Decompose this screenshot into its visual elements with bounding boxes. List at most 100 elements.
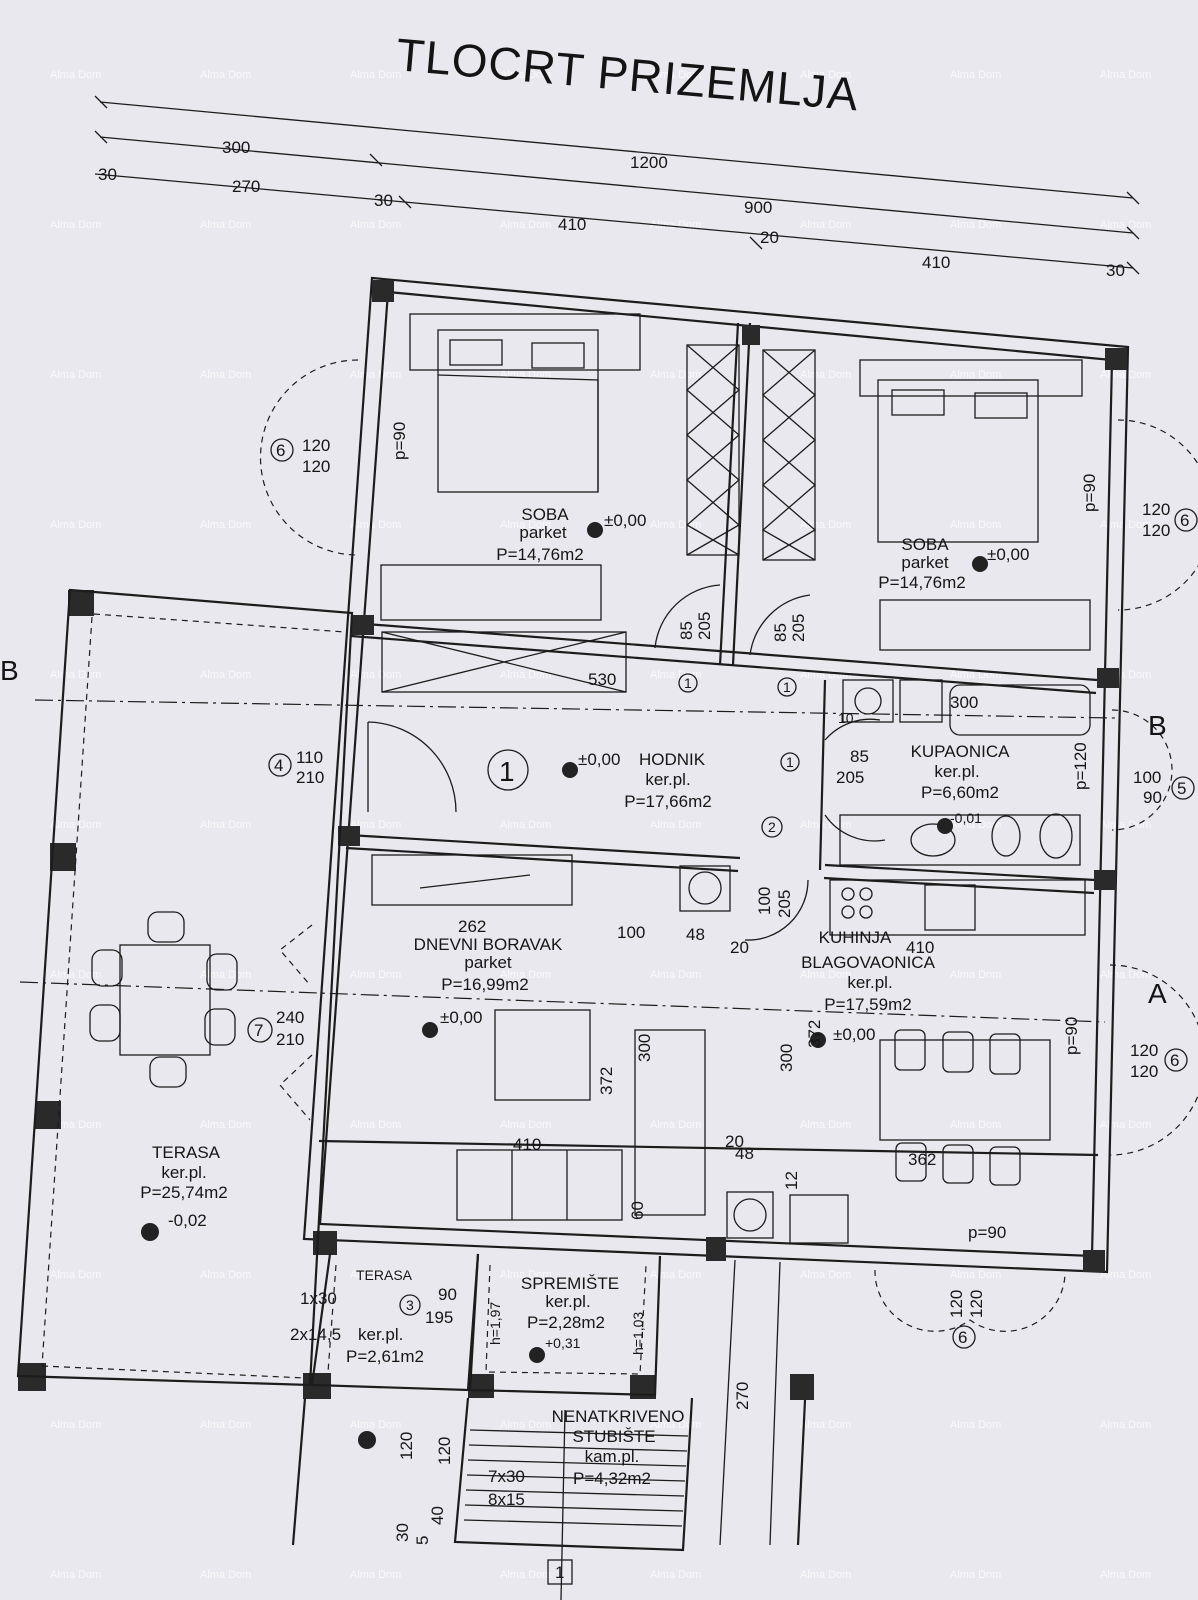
room-spremiste-area: P=2,28m2 (527, 1313, 605, 1332)
room-stubiste-name: NENATKRIVENO (552, 1407, 685, 1426)
dim-40-s: 40 (428, 1506, 447, 1525)
dim-410a: 410 (558, 215, 586, 234)
tag-win-bottom-h: 120 (967, 1290, 986, 1318)
watermark-text: Alma Dom (50, 219, 101, 231)
watermark-text: Alma Dom (1100, 369, 1151, 381)
plan-title: TLOCRT PRIZEMLJA (394, 28, 861, 120)
room-dnevni-level: ±0,00 (440, 1008, 482, 1027)
watermark-text: Alma Dom (950, 1269, 1001, 1281)
door-swings (367, 584, 886, 941)
watermark-text: Alma Dom (50, 819, 101, 831)
dim-90-t: 90 (438, 1285, 457, 1304)
tag-entrance-1: 1 (499, 756, 516, 787)
dim-85-a: 85 (677, 621, 696, 640)
room-labels: SOBA parket P=14,76m2 ±0,00 SOBA parket … (140, 505, 1029, 1488)
tag-win-bath-h: 90 (1143, 788, 1162, 807)
watermark-text: Alma Dom (800, 1119, 851, 1131)
watermark-text: Alma Dom (500, 219, 551, 231)
watermark-text: Alma Dom (200, 1269, 251, 1281)
tag-win-bath: 5 (1177, 779, 1186, 798)
opening-tags: 6 120 120 p=90 6 120 120 p=90 4 110 210 … (247, 422, 1198, 1585)
room-kupaonica-level: -0,01 (950, 810, 982, 826)
dim-8x15: 8x15 (488, 1490, 525, 1509)
dim-30c: 30 (1106, 261, 1125, 280)
tag-win-left-top: 6 (276, 441, 285, 460)
watermark-text: Alma Dom (650, 819, 701, 831)
dim-h197: h=1,97 (487, 1302, 503, 1345)
watermark-text: Alma Dom (800, 1269, 851, 1281)
watermark-text: Alma Dom (650, 1269, 701, 1281)
watermark-text: Alma Dom (350, 1569, 401, 1581)
tag-win-left-top-p: p=90 (390, 422, 409, 460)
terrace-left (16, 588, 354, 1387)
dim-270: 270 (232, 177, 260, 196)
window-swings (259, 359, 1198, 1332)
watermark-text: Alma Dom (500, 669, 551, 681)
room-soba-2-area: P=14,76m2 (878, 573, 965, 592)
room-terasa-small-floor: ker.pl. (358, 1325, 403, 1344)
watermark-text: Alma Dom (1100, 1269, 1151, 1281)
watermark-text: Alma Dom (50, 1269, 101, 1281)
watermark-text: Alma Dom (950, 819, 1001, 831)
room-spremiste-floor: ker.pl. (545, 1292, 590, 1311)
watermark-text: Alma Dom (1100, 1419, 1151, 1431)
room-terasa-level: -0,02 (168, 1211, 207, 1230)
room-stubiste-name2: STUBIŠTE (572, 1427, 655, 1446)
dim-30a: 30 (98, 165, 117, 184)
tag-door-left: 4 (274, 756, 283, 775)
tag-door-left-w: 110 (296, 748, 323, 767)
watermark-text: Alma Dom (50, 69, 101, 81)
columns (18, 280, 1127, 1400)
dim-300-bath: 300 (950, 693, 978, 712)
dim-205-a: 205 (695, 612, 714, 640)
tag-win-bottom: 6 (958, 1328, 967, 1347)
section-mark-b-right: B (1148, 710, 1168, 741)
watermark-text: Alma Dom (1100, 819, 1151, 831)
dim-2x145: 2x14,5 (290, 1325, 341, 1344)
dim-362: 362 (908, 1150, 936, 1169)
dim-205-v: 205 (775, 890, 794, 918)
kitchen-fixtures (789, 879, 1086, 1244)
watermark-text: Alma Dom (350, 1119, 401, 1131)
watermark-text: Alma Dom (50, 1119, 101, 1131)
watermark-text: Alma Dom (950, 369, 1001, 381)
dim-5-s: 5 (413, 1536, 432, 1545)
watermark-text: Alma Dom (350, 219, 401, 231)
dim-530: 530 (588, 670, 616, 689)
dim-300-a: 300 (635, 1034, 654, 1062)
dim-900: 900 (744, 198, 772, 217)
dim-100-v: 100 (755, 887, 774, 915)
watermark-text: Alma Dom (50, 519, 101, 531)
dim-10: 10 (838, 710, 854, 726)
dim-20: 20 (760, 228, 779, 247)
dim-85-b: 85 (771, 623, 790, 642)
room-soba-2-name: SOBA (901, 535, 949, 554)
dim-270-stair: 270 (733, 1382, 752, 1410)
dim-60: 60 (628, 1201, 647, 1220)
watermark-text: Alma Dom (1100, 69, 1151, 81)
level-markers (141, 522, 988, 1449)
watermark-text: Alma Dom (500, 519, 551, 531)
watermark-text: Alma Dom (200, 1569, 251, 1581)
tag-door-left-h: 210 (296, 768, 324, 787)
watermark-text: Alma Dom (950, 969, 1001, 981)
room-kuhinja-floor: ker.pl. (847, 973, 892, 992)
room-terasa-name: TERASA (152, 1143, 221, 1162)
terrace-table (89, 911, 238, 1088)
dim-205-b: 205 (789, 614, 808, 642)
tag-door-1c: 1 (786, 754, 794, 770)
watermark-text: Alma Dom (500, 969, 551, 981)
dim-7x30: 7x30 (488, 1467, 525, 1486)
watermark-text: Alma Dom (200, 819, 251, 831)
room-kupaonica-area: P=6,60m2 (921, 783, 999, 802)
room-soba-1-area: P=14,76m2 (496, 545, 583, 564)
watermark-text: Alma Dom (1100, 219, 1151, 231)
watermark-text: Alma Dom (1100, 519, 1151, 531)
watermark-text: Alma Dom (800, 1569, 851, 1581)
room-dnevni-area: P=16,99m2 (441, 975, 528, 994)
tag-door-living: 7 (254, 1021, 263, 1040)
dim-1x30: 1x30 (300, 1289, 337, 1308)
watermark-text: Alma Dom (500, 1569, 551, 1581)
